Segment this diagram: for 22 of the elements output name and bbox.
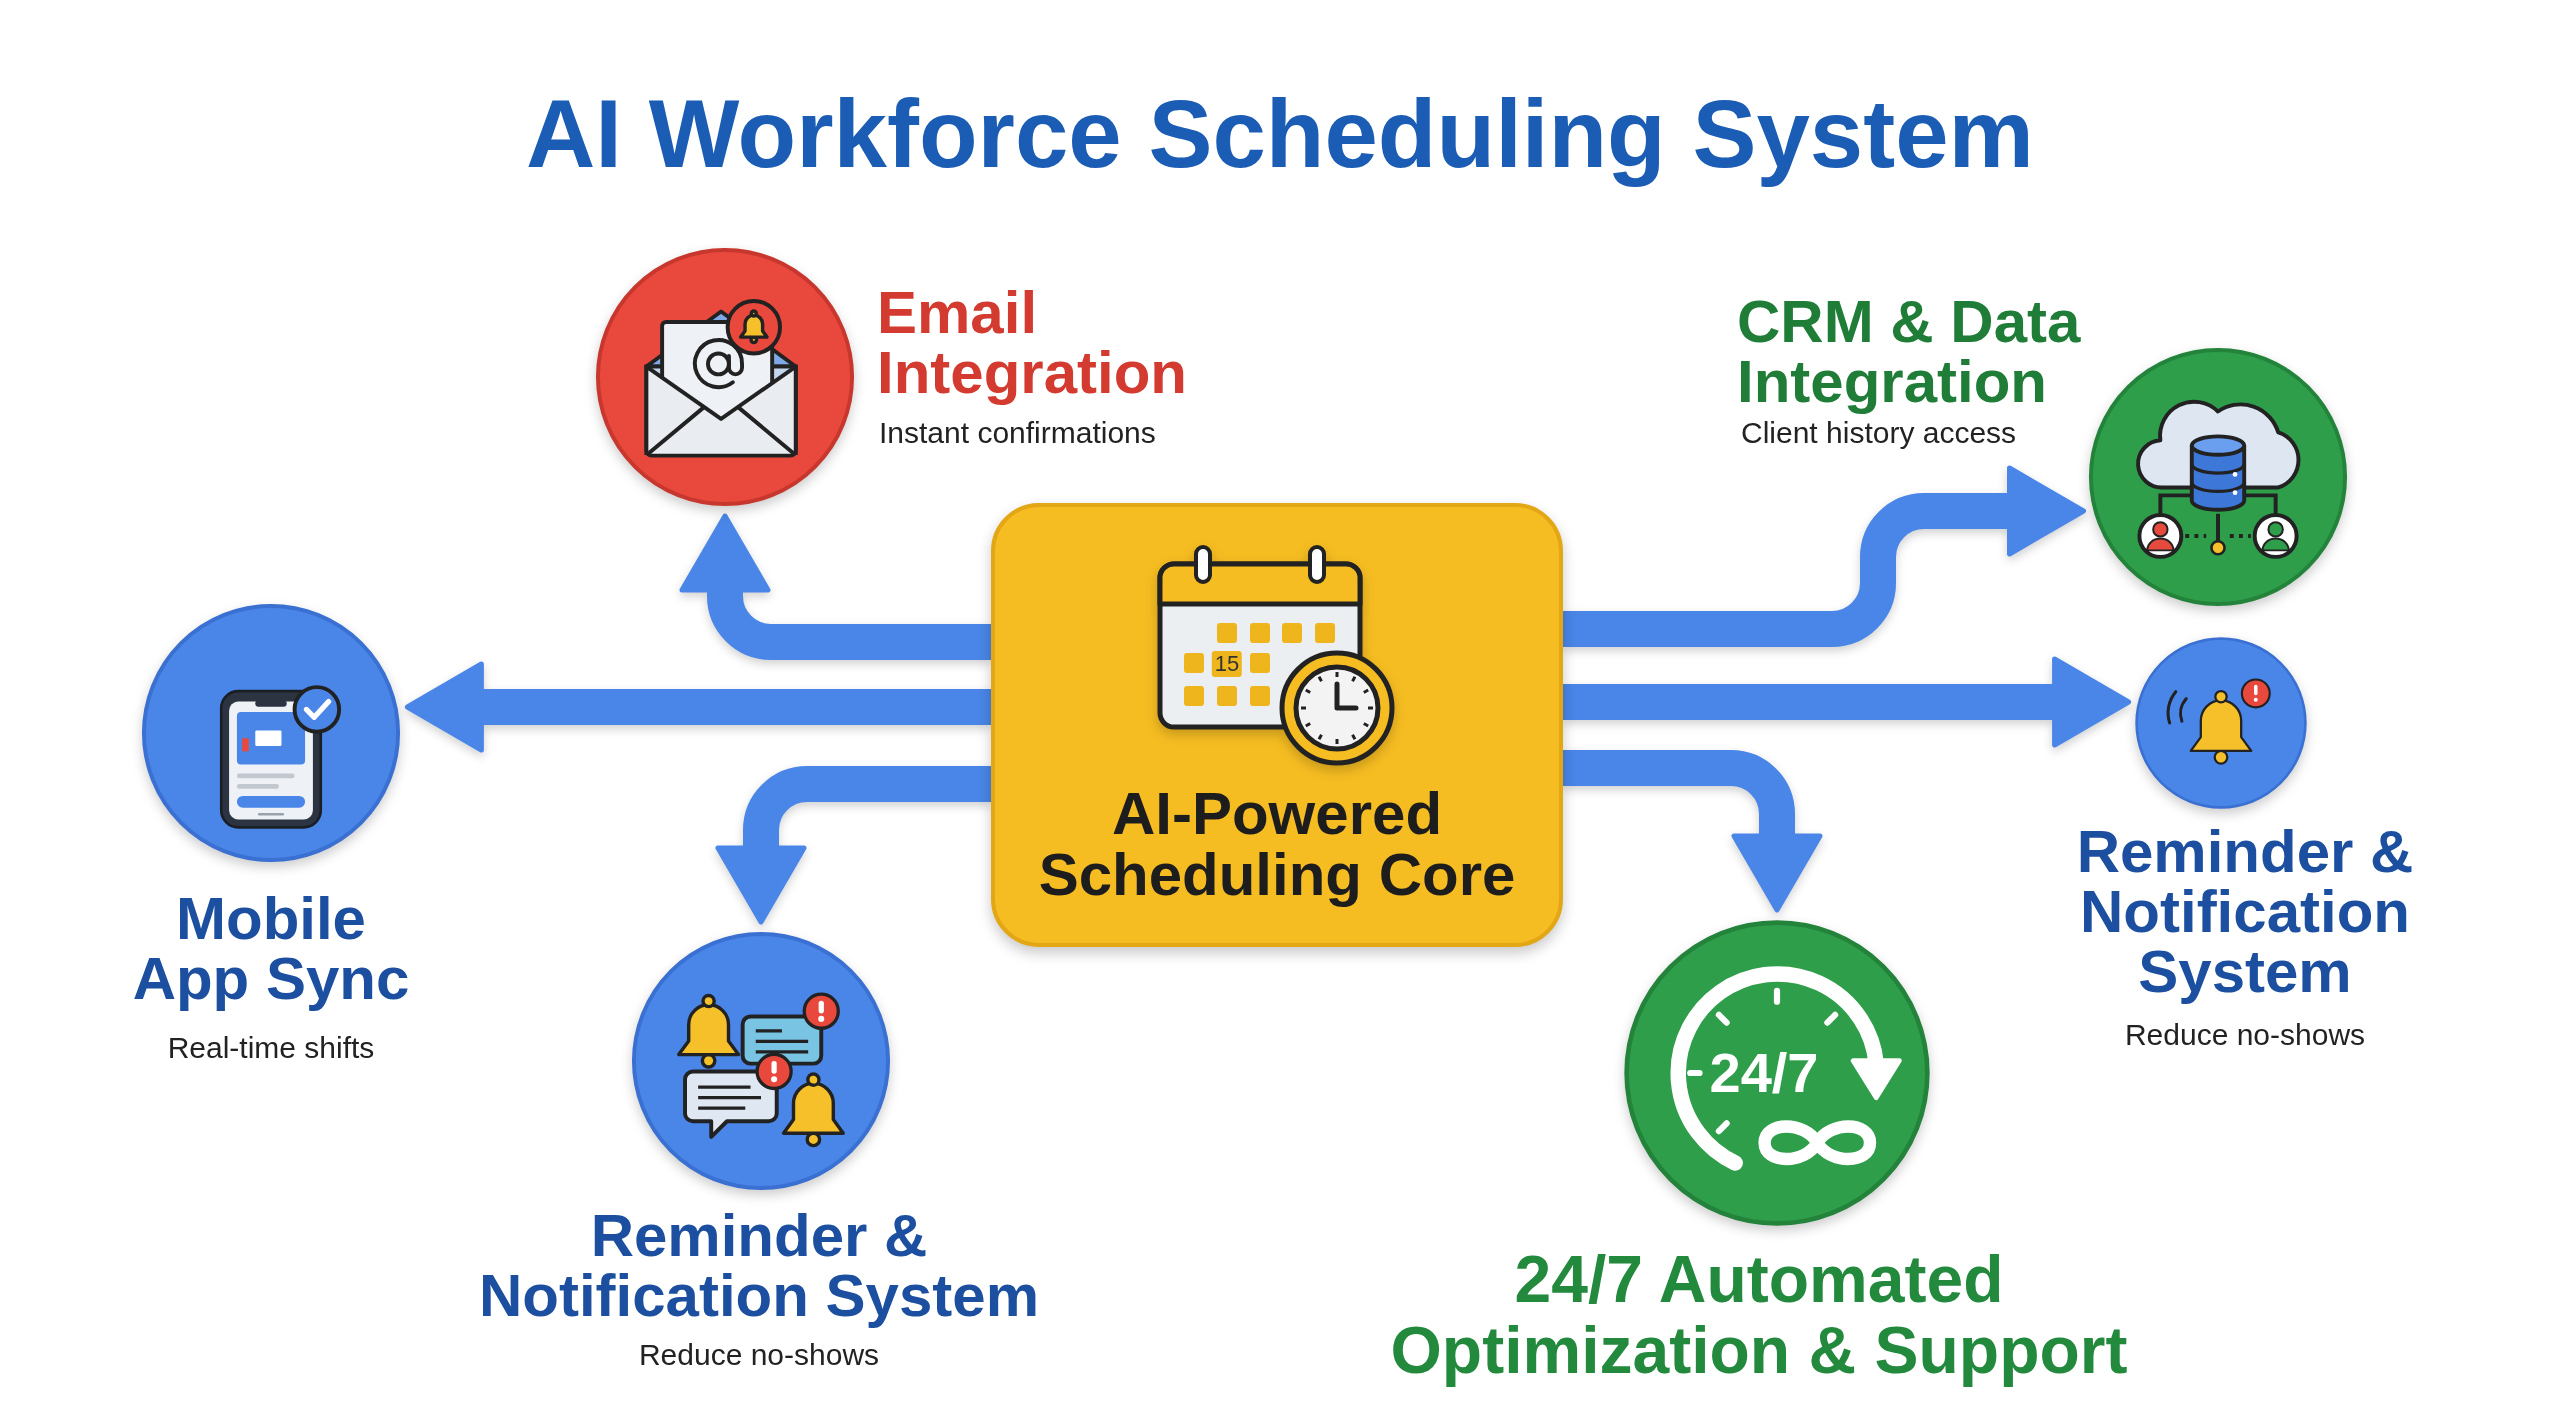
- arrow: [1563, 750, 1823, 913]
- arrow: [1563, 465, 2086, 647]
- node-subtitle: Reduce no-shows: [637, 1338, 881, 1372]
- process-box: [991, 503, 1563, 947]
- node-title: 24/7 Automated Optimization & Support: [1389, 1244, 2129, 1386]
- node-title: Email Integration: [877, 283, 1188, 403]
- node-subtitle: Real-time shifts: [166, 1031, 376, 1065]
- node-title: Mobile App Sync: [131, 889, 411, 1009]
- arrow: [1563, 656, 2132, 748]
- node-subtitle: Client history access: [1741, 416, 2018, 450]
- date-number: 15: [1211, 651, 1243, 677]
- node-title: CRM & Data Integration: [1737, 292, 2082, 412]
- arrow: [715, 766, 991, 925]
- node-subtitle: Reduce no-shows: [2123, 1018, 2367, 1052]
- node-title: Reminder & Notification System: [477, 1206, 1041, 1326]
- node-title: Reminder & Notification System: [2075, 822, 2415, 1002]
- arrow: [404, 661, 991, 753]
- node-title: AI-Powered Scheduling Core: [1037, 783, 1517, 905]
- clock-label: 24/7: [1709, 1045, 1819, 1101]
- node-subtitle: Instant confirmations: [879, 416, 1157, 450]
- arrow: [679, 513, 991, 660]
- title: AI Workforce Scheduling System: [526, 79, 2034, 189]
